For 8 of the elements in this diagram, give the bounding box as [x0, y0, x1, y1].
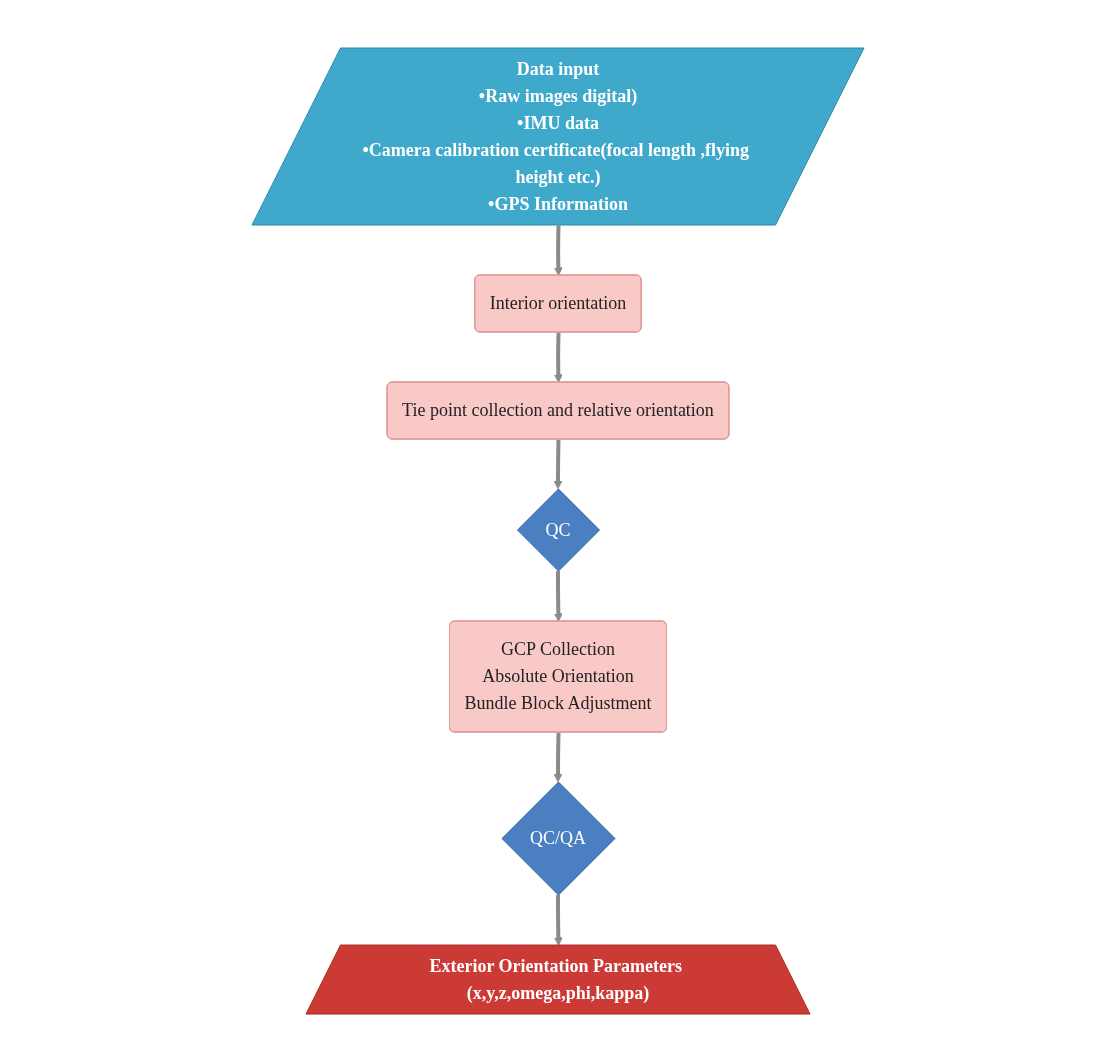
arrow	[553, 732, 563, 783]
arrow	[553, 571, 563, 623]
arrow	[553, 439, 563, 490]
arrow	[553, 895, 563, 947]
node-diamond: QC	[517, 489, 600, 572]
node-diamond: QC/QA	[501, 782, 616, 896]
arrow	[553, 225, 563, 277]
arrow	[553, 332, 563, 384]
